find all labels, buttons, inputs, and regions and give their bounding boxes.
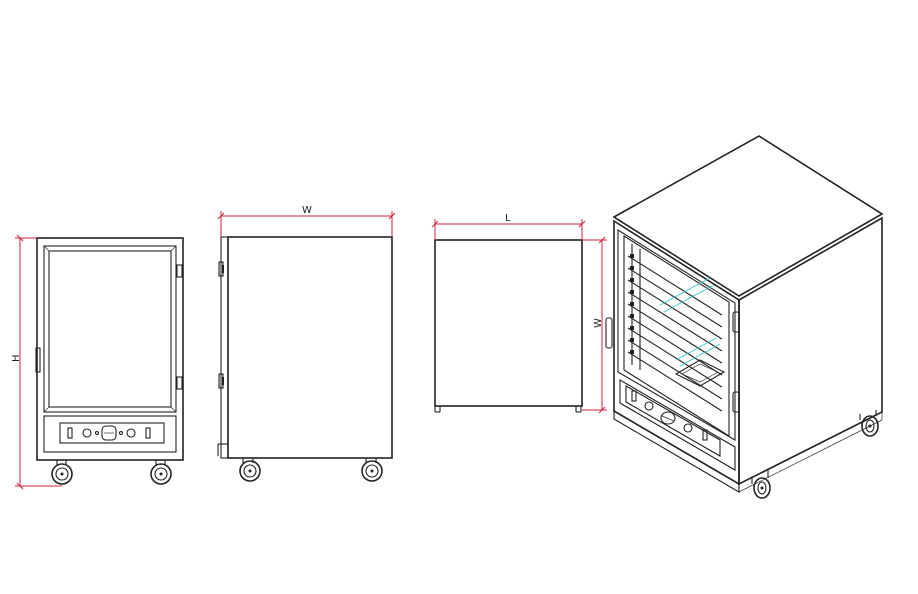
front-switch-right xyxy=(145,427,151,439)
height-dimension: H xyxy=(11,234,62,490)
top-view: L W xyxy=(431,213,607,414)
front-indicator-right xyxy=(118,430,124,436)
top-width-dimension: W xyxy=(582,236,607,414)
front-door-glass xyxy=(48,250,172,408)
iso-side-face xyxy=(738,216,883,486)
front-control-plate xyxy=(59,422,165,444)
front-cabinet-outline xyxy=(36,237,184,461)
side-width-label: W xyxy=(302,205,312,216)
front-door-frame xyxy=(43,245,177,413)
iso-top-face xyxy=(612,135,884,297)
front-hinge-bottom xyxy=(176,376,183,390)
iso-knob-left xyxy=(644,401,654,411)
length-label: L xyxy=(505,213,511,224)
side-width-dimension: W xyxy=(217,205,396,237)
isometric-view xyxy=(605,135,884,499)
front-view: H xyxy=(11,234,184,490)
height-label: H xyxy=(11,354,22,362)
iso-interior xyxy=(623,235,730,437)
front-hinge-top xyxy=(176,264,183,278)
side-view: W xyxy=(217,205,396,482)
iso-switch-left xyxy=(631,390,637,402)
iso-switch-right xyxy=(702,429,708,441)
top-width-label: W xyxy=(593,318,604,328)
iso-hinge-top xyxy=(732,311,740,333)
iso-door-opening xyxy=(617,229,736,441)
iso-control-plate xyxy=(625,385,721,457)
front-switch-left xyxy=(67,427,73,439)
iso-caster-back xyxy=(859,410,879,437)
iso-door-handle xyxy=(605,317,613,349)
top-cabinet-outline xyxy=(434,239,583,407)
front-caster-left xyxy=(51,460,73,485)
iso-thermometer xyxy=(660,411,676,425)
iso-control-panel xyxy=(619,379,736,471)
iso-tray-rails xyxy=(627,244,723,412)
length-dimension: L xyxy=(431,213,586,240)
iso-hinge-bottom xyxy=(732,391,740,413)
front-knob-left xyxy=(82,428,92,438)
iso-glass-reflection xyxy=(659,277,721,367)
front-indicator-left xyxy=(94,430,100,436)
front-thermometer xyxy=(101,425,117,441)
side-caster-right xyxy=(361,458,383,482)
front-door-handle xyxy=(35,347,41,373)
iso-bottom-well xyxy=(674,359,726,387)
iso-knob-right xyxy=(683,423,693,433)
front-knob-right xyxy=(126,428,136,438)
front-control-panel xyxy=(43,415,177,453)
side-cabinet-outline xyxy=(227,236,393,459)
front-caster-right xyxy=(150,460,172,485)
side-caster-left xyxy=(239,458,261,482)
iso-caster-front xyxy=(751,470,771,499)
side-door-edge xyxy=(220,236,229,459)
